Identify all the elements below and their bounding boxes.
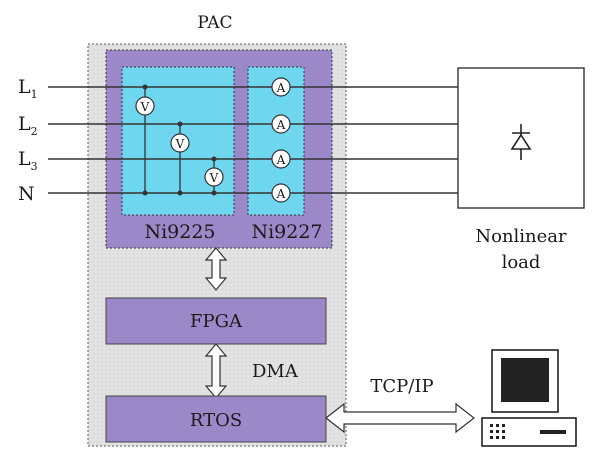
voltmeter-3: V: [204, 167, 224, 187]
ammeter-3: A: [271, 149, 291, 169]
svg-text:A: A: [276, 81, 286, 95]
dma-label: DMA: [252, 361, 299, 382]
modules-fpga-arrow: [204, 247, 228, 291]
load-label-line1: Nonlinear: [475, 226, 567, 247]
junction-dots: [142, 84, 217, 196]
voltmeter-1: V: [135, 96, 155, 116]
tcpip-label: TCP/IP: [370, 376, 433, 397]
fpga-block: [105, 297, 327, 345]
svg-text:V: V: [209, 171, 219, 185]
diode-icon: [510, 124, 532, 160]
pac-title: PAC: [197, 13, 232, 33]
svg-text:A: A: [276, 187, 286, 201]
fpga-label: FPGA: [190, 311, 243, 332]
load-label-line2: load: [502, 252, 541, 273]
label-l1: L1: [18, 76, 38, 101]
ni9225-label: Ni9225: [144, 221, 215, 243]
svg-text:A: A: [276, 153, 286, 167]
ammeter-2: A: [271, 114, 291, 134]
ammeter-1: A: [271, 77, 291, 97]
tcpip-arrow: [325, 402, 475, 434]
ni9227-label: Ni9227: [251, 221, 322, 243]
label-n: N: [18, 183, 35, 205]
rtos-label: RTOS: [190, 410, 242, 431]
rtos-block: [105, 395, 327, 443]
label-l3: L3: [18, 148, 38, 173]
label-l2: L2: [18, 113, 38, 138]
svg-text:V: V: [140, 100, 150, 114]
voltmeter-2: V: [170, 133, 190, 153]
svg-text:V: V: [175, 137, 185, 151]
ammeter-4: A: [271, 183, 291, 203]
svg-text:A: A: [276, 118, 286, 132]
phase-lines: [48, 86, 458, 194]
computer-icon: [481, 349, 577, 447]
